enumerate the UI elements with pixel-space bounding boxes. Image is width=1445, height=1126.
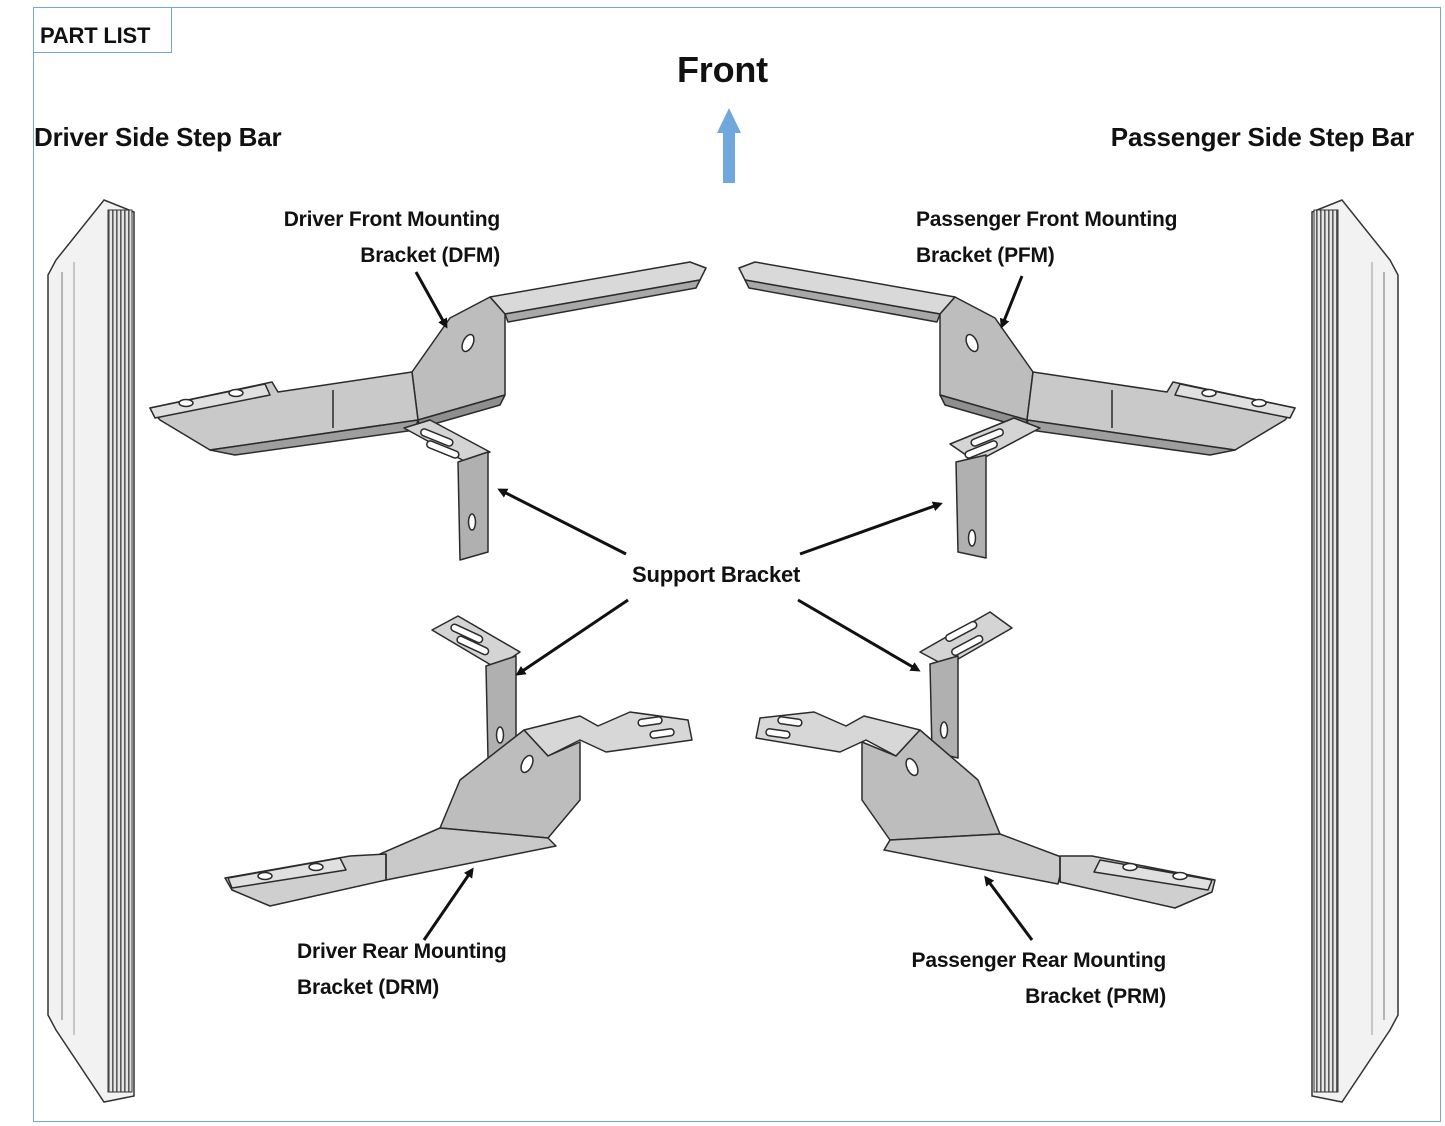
pfm-callout-line1: Passenger Front Mounting <box>916 208 1178 231</box>
support-bracket-callout: Support Bracket <box>632 562 801 587</box>
drm-bracket <box>224 711 693 907</box>
support-bracket-passenger-rear <box>919 611 1013 759</box>
pfm-bracket <box>738 261 1296 456</box>
prm-callout-arrow <box>984 875 1034 941</box>
dfm-callout-arrow <box>414 271 448 329</box>
passenger-side-step-bar-title: Passenger Side Step Bar <box>1110 122 1414 152</box>
prm-callout-line1: Passenger Rear Mounting <box>911 949 1167 972</box>
support-arrow-passenger-rear <box>797 598 921 672</box>
support-bracket-passenger-front <box>949 417 1041 559</box>
prm-callout: Passenger Rear Mounting Bracket (PRM) <box>866 943 1167 1015</box>
dfm-callout: Driver Front Mounting Bracket (DFM) <box>220 202 500 274</box>
pfm-callout-arrow <box>999 275 1024 329</box>
prm-bracket <box>755 711 1216 909</box>
pfm-callout: Passenger Front Mounting Bracket (PFM) <box>916 202 1216 274</box>
drm-callout: Driver Rear Mounting Bracket (DRM) <box>297 934 557 1006</box>
support-arrow-passenger-front <box>799 501 943 556</box>
driver-step-bar <box>47 199 135 1103</box>
dfm-callout-line2: Bracket (DFM) <box>360 244 500 267</box>
pfm-callout-line2: Bracket (PFM) <box>916 244 1055 267</box>
support-bracket-driver-rear <box>431 615 521 759</box>
support-bracket-driver-front <box>403 419 491 561</box>
part-list-label: PART LIST <box>40 23 151 48</box>
callout-arrows <box>414 271 1034 941</box>
front-direction-label: Front <box>677 49 768 90</box>
dfm-callout-line1: Driver Front Mounting <box>283 208 500 231</box>
part-list-tab <box>33 7 172 53</box>
support-arrow-driver-rear <box>515 598 629 676</box>
drm-callout-line2: Bracket (DRM) <box>297 976 440 999</box>
drm-callout-line1: Driver Rear Mounting <box>297 940 507 963</box>
prm-callout-line2: Bracket (PRM) <box>1025 985 1166 1008</box>
drm-callout-arrow <box>422 867 474 941</box>
driver-side-step-bar-title: Driver Side Step Bar <box>34 122 282 152</box>
part-list-frame <box>33 7 1441 1122</box>
dfm-bracket <box>149 261 707 456</box>
support-arrow-driver-front <box>497 488 627 556</box>
passenger-step-bar <box>1311 199 1399 1103</box>
front-arrow-icon <box>717 108 741 183</box>
